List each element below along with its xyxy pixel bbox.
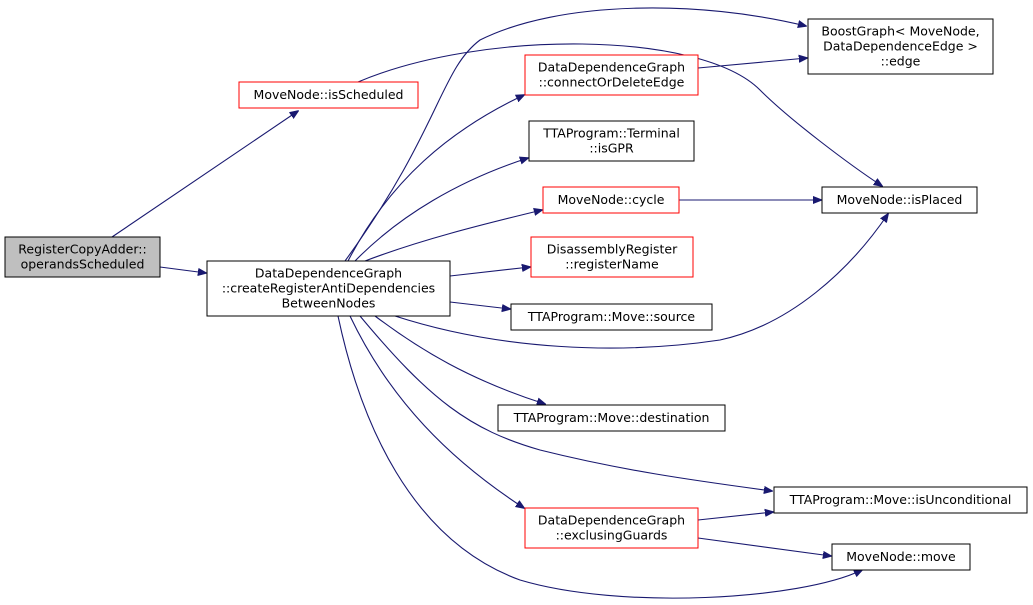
nodes-layer: RegisterCopyAdder::operandsScheduledMove… xyxy=(4,18,1028,571)
edge-createAnti-to-exclusingGuards xyxy=(349,315,524,508)
node-label-boostEdge-line-2: ::edge xyxy=(881,54,921,69)
node-label-registerName-line-1: ::registerName xyxy=(565,257,659,272)
node-label-isPlaced-line-0: MoveNode::isPlaced xyxy=(837,192,963,207)
edge-root-to-createAnti xyxy=(159,266,206,273)
node-boostEdge[interactable]: BoostGraph< MoveNode,DataDependenceEdge … xyxy=(807,18,994,75)
node-box-cycle[interactable] xyxy=(542,186,680,214)
edge-createAnti-to-boostEdge xyxy=(344,7,806,262)
edge-root-to-isScheduled xyxy=(111,111,298,238)
edge-connectOrDelete-to-boostEdge xyxy=(697,58,807,69)
node-label-registerName-line-0: DisassemblyRegister xyxy=(547,242,678,257)
edge-createAnti-to-registerName xyxy=(449,267,530,277)
edge-createAnti-to-isUnconditional xyxy=(359,315,772,491)
node-box-boostEdge[interactable] xyxy=(807,18,994,75)
node-label-boostEdge-line-0: BoostGraph< MoveNode, xyxy=(821,24,979,39)
node-label-terminalIsGPR-line-1: ::isGPR xyxy=(589,141,634,156)
node-source[interactable]: TTAProgram::Move::source xyxy=(510,303,713,331)
edge-createAnti-to-isPlaced xyxy=(394,214,888,349)
node-label-connectOrDelete-line-1: ::connectOrDeleteEdge xyxy=(539,75,685,90)
node-box-createAnti[interactable] xyxy=(206,260,451,317)
node-label-exclusingGuards-line-1: ::exclusingGuards xyxy=(556,528,668,543)
node-isScheduled[interactable]: MoveNode::isScheduled xyxy=(238,81,419,109)
node-box-root[interactable] xyxy=(4,236,161,278)
edge-exclusingGuards-to-move xyxy=(697,537,831,556)
node-label-root-line-0: RegisterCopyAdder:: xyxy=(18,242,146,257)
node-box-isUnconditional[interactable] xyxy=(773,486,1028,514)
edge-exclusingGuards-to-isUnconditional xyxy=(697,512,773,521)
node-label-boostEdge-line-1: DataDependenceEdge > xyxy=(823,39,978,54)
edge-createAnti-to-terminalIsGPR xyxy=(354,158,528,262)
node-label-exclusingGuards-line-0: DataDependenceGraph xyxy=(538,513,685,528)
node-label-isUnconditional-line-0: TTAProgram::Move::isUnconditional xyxy=(789,492,1012,507)
edge-createAnti-to-move xyxy=(337,315,862,599)
node-box-isPlaced[interactable] xyxy=(821,186,978,214)
node-label-source-line-0: TTAProgram::Move::source xyxy=(527,309,696,324)
node-isUnconditional[interactable]: TTAProgram::Move::isUnconditional xyxy=(773,486,1028,514)
edge-createAnti-to-connectOrDelete xyxy=(347,95,524,262)
node-connectOrDelete[interactable]: DataDependenceGraph::connectOrDeleteEdge xyxy=(524,54,699,96)
node-label-createAnti-line-1: ::createRegisterAntiDependencies xyxy=(222,281,435,296)
node-destination[interactable]: TTAProgram::Move::destination xyxy=(497,404,726,432)
node-box-terminalIsGPR[interactable] xyxy=(528,120,695,162)
node-isPlaced[interactable]: MoveNode::isPlaced xyxy=(821,186,978,214)
edges-layer xyxy=(111,7,888,599)
node-box-move[interactable] xyxy=(831,543,971,571)
edge-createAnti-to-destination xyxy=(374,315,545,404)
node-label-move-line-0: MoveNode::move xyxy=(846,549,956,564)
node-createAnti[interactable]: DataDependenceGraph::createRegisterAntiD… xyxy=(206,260,451,317)
edge-isScheduled-to-isPlaced xyxy=(357,43,882,186)
node-box-connectOrDelete[interactable] xyxy=(524,54,699,96)
node-box-registerName[interactable] xyxy=(530,236,694,278)
node-label-destination-line-0: TTAProgram::Move::destination xyxy=(513,410,710,425)
node-label-terminalIsGPR-line-0: TTAProgram::Terminal xyxy=(542,126,680,141)
node-terminalIsGPR[interactable]: TTAProgram::Terminal::isGPR xyxy=(528,120,695,162)
node-exclusingGuards[interactable]: DataDependenceGraph::exclusingGuards xyxy=(524,507,699,549)
node-registerName[interactable]: DisassemblyRegister::registerName xyxy=(530,236,694,278)
node-box-isScheduled[interactable] xyxy=(238,81,419,109)
node-box-destination[interactable] xyxy=(497,404,726,432)
edge-createAnti-to-source xyxy=(449,301,510,309)
node-box-source[interactable] xyxy=(510,303,713,331)
node-label-createAnti-line-0: DataDependenceGraph xyxy=(255,266,402,281)
node-root[interactable]: RegisterCopyAdder::operandsScheduled xyxy=(4,236,161,278)
node-label-isScheduled-line-0: MoveNode::isScheduled xyxy=(254,87,404,102)
node-label-cycle-line-0: MoveNode::cycle xyxy=(558,192,665,207)
edge-createAnti-to-cycle xyxy=(364,210,542,262)
node-label-connectOrDelete-line-0: DataDependenceGraph xyxy=(538,60,685,75)
node-label-root-line-1: operandsScheduled xyxy=(21,257,145,272)
node-box-exclusingGuards[interactable] xyxy=(524,507,699,549)
node-label-createAnti-line-2: BetweenNodes xyxy=(282,296,376,311)
node-move[interactable]: MoveNode::move xyxy=(831,543,971,571)
node-cycle[interactable]: MoveNode::cycle xyxy=(542,186,680,214)
